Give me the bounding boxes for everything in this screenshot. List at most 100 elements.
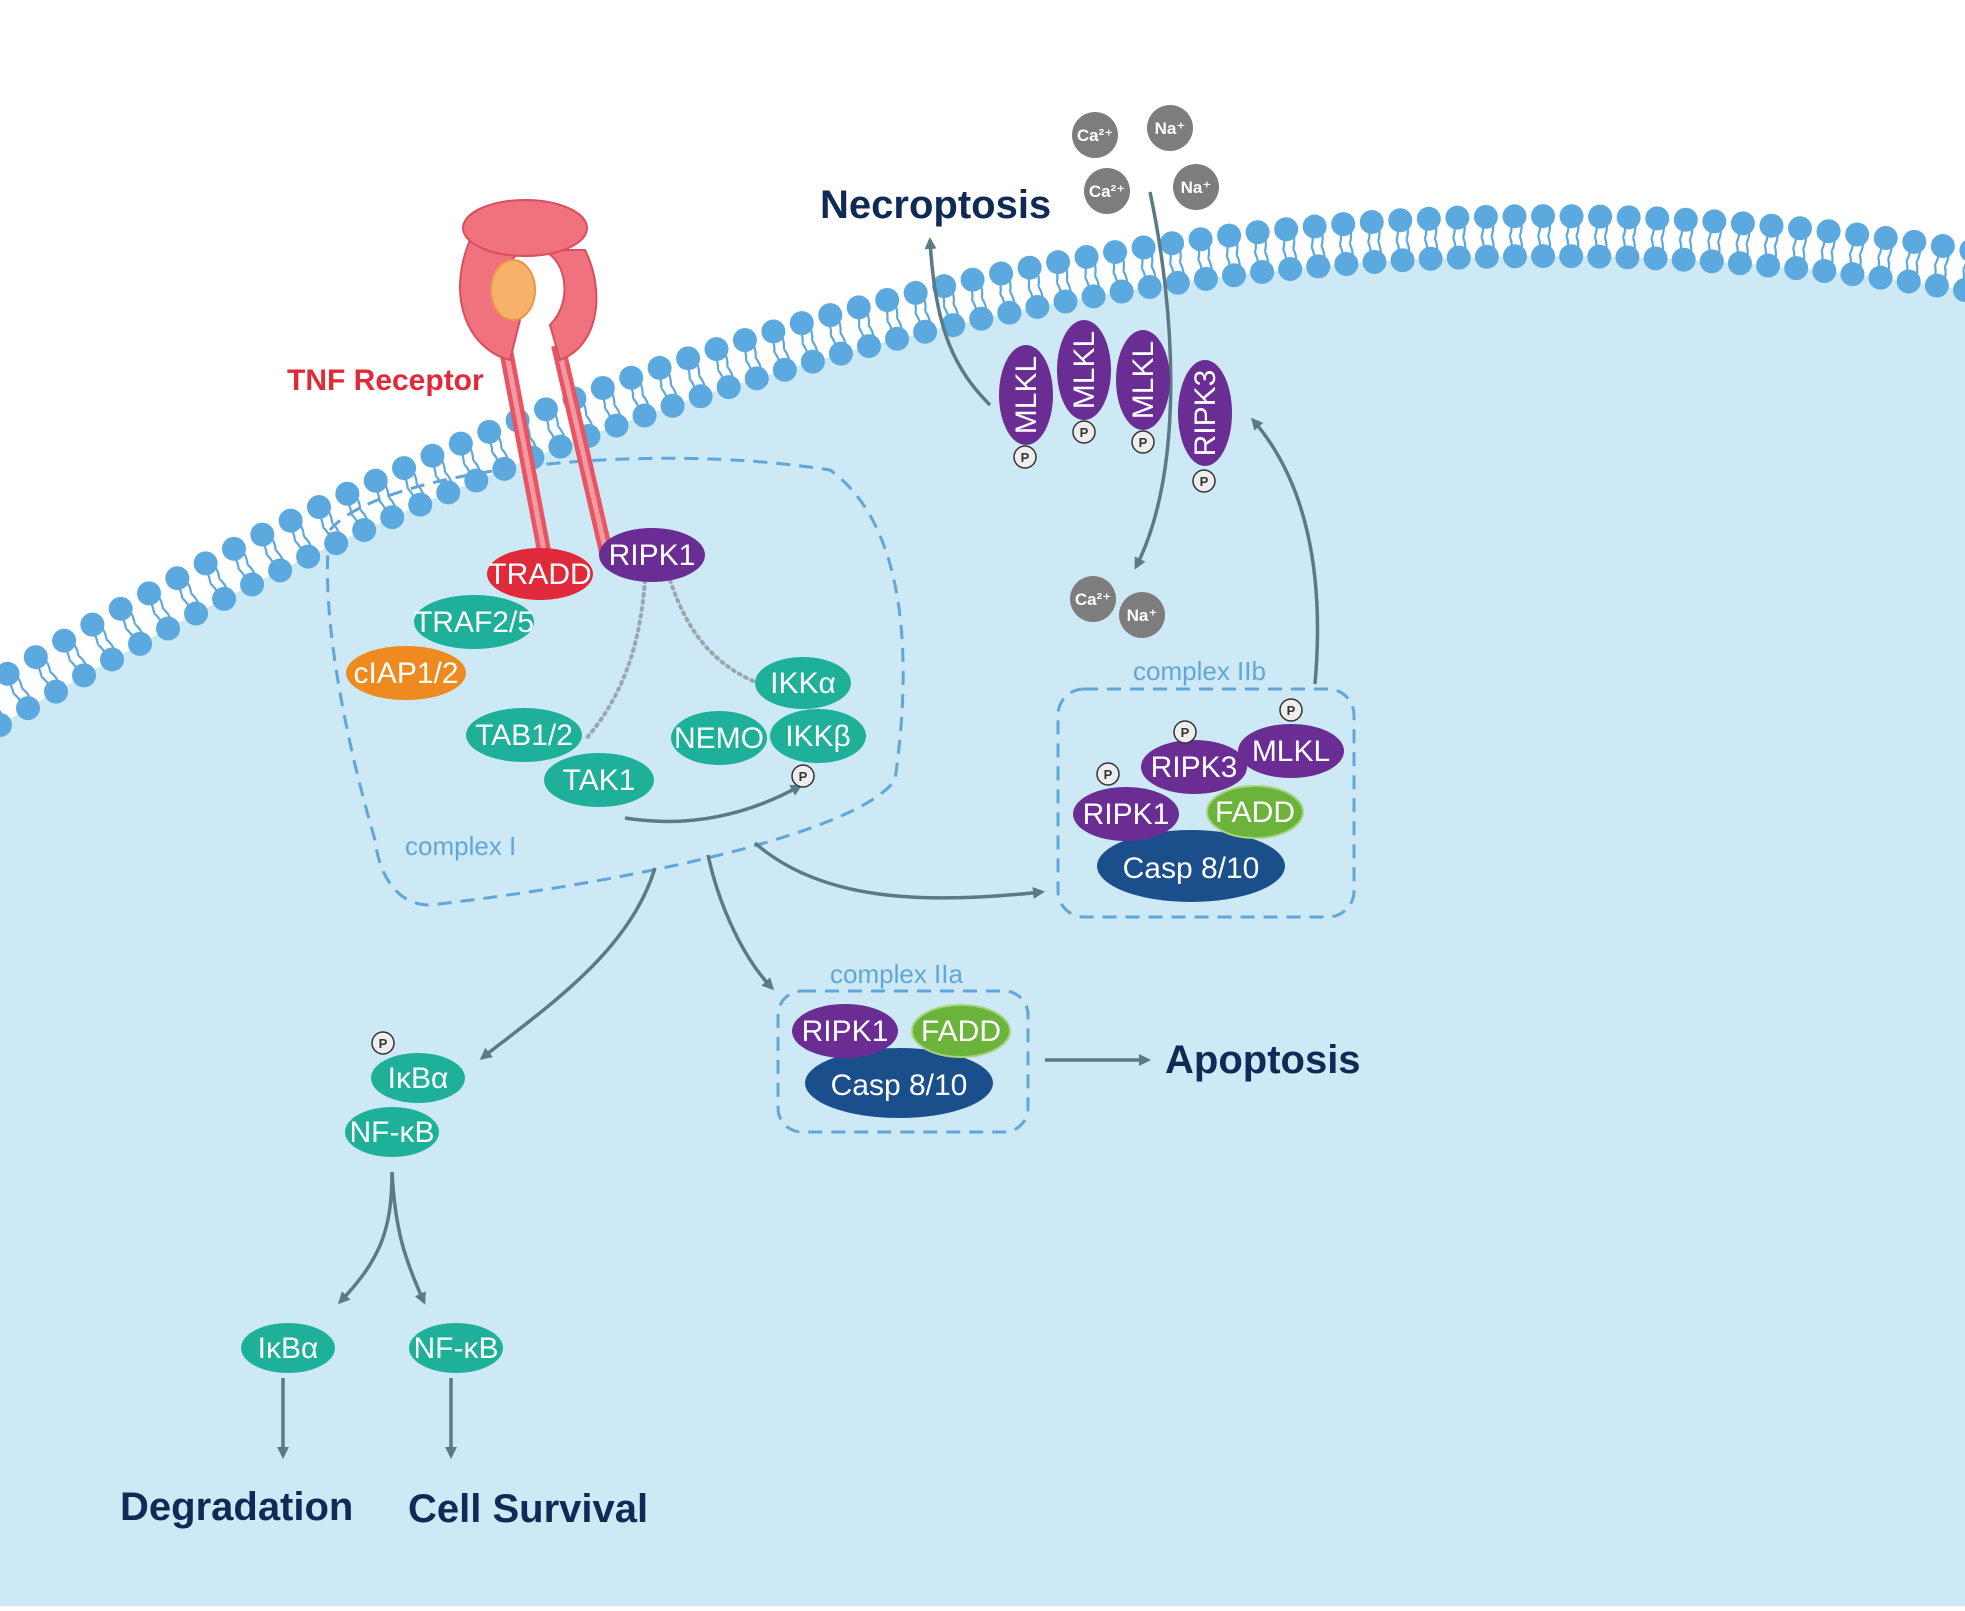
interaction-lines (583, 578, 772, 742)
lipid-head (1074, 244, 1099, 269)
complex-i-label: complex I (405, 831, 516, 861)
lipid-head (856, 334, 881, 359)
ion-na-3: Na⁺ (1119, 592, 1165, 638)
lipid-head (448, 431, 473, 456)
lipid-head (306, 495, 331, 520)
lipid-head (128, 631, 153, 656)
svg-text:Ca²⁺: Ca²⁺ (1075, 590, 1111, 609)
lipid-head (408, 492, 433, 517)
lipid-head (903, 280, 928, 305)
lipid-head (80, 612, 105, 637)
phospho-mlkl-membrane-3: P (1131, 430, 1155, 454)
necroptosis-label: Necroptosis (820, 183, 1051, 227)
protein-ripk1-iia: RIPK1 (792, 1004, 898, 1058)
protein-ripk1-iib: RIPK1 (1073, 787, 1179, 841)
lipid-head (52, 628, 77, 653)
lipid-head (1445, 205, 1470, 230)
arrow-ion-influx (1134, 191, 1173, 570)
lipid-head (818, 303, 843, 328)
lipid-head (1081, 284, 1106, 309)
lipid-head (932, 274, 957, 299)
svg-text:P: P (1287, 703, 1296, 718)
svg-text:NEMO: NEMO (674, 722, 764, 755)
cytoplasm (0, 256, 1965, 1606)
lipid-head (100, 647, 125, 672)
degradation-label: Degradation (120, 1485, 353, 1529)
svg-text:P: P (1080, 425, 1089, 440)
lipid-head (16, 696, 41, 721)
protein-nemo: NEMO (671, 711, 767, 765)
svg-text:NF-κB: NF-κB (350, 1116, 435, 1149)
lipid-head (1699, 249, 1724, 274)
svg-text:RIPK1: RIPK1 (609, 539, 696, 572)
lipid-head (647, 355, 672, 380)
arrow-mlkl-to-necroptosis (924, 237, 992, 407)
lipid-head (604, 413, 629, 438)
lipid-head (1840, 262, 1865, 287)
lipid-head (1188, 227, 1213, 252)
lipid-head (1331, 212, 1356, 237)
lipid-head (1812, 258, 1837, 283)
lipid-head (1502, 204, 1527, 229)
lipid-head (716, 375, 741, 400)
lipid-head (1896, 269, 1921, 294)
lipid-head (1788, 216, 1813, 241)
lipid-head (1727, 251, 1752, 276)
lipid-head (436, 480, 461, 505)
lipid-head (1362, 249, 1387, 274)
lipid-head (165, 566, 190, 591)
protein-ripk1: RIPK1 (599, 528, 705, 582)
svg-text:MLKL: MLKL (1010, 356, 1043, 434)
lipid-head (1930, 234, 1955, 259)
protein-ripk3-membrane: RIPK3 (1178, 360, 1232, 466)
lipid-head (761, 319, 786, 344)
lipid-head (44, 679, 69, 704)
svg-text:TRAF2/5: TRAF2/5 (414, 606, 534, 639)
svg-text:IκBα: IκBα (388, 1062, 449, 1095)
lipid-head (1306, 254, 1331, 279)
lipid-head (732, 328, 757, 353)
lipid-head (477, 419, 502, 444)
lipid-head (1025, 294, 1050, 319)
svg-text:Na⁺: Na⁺ (1181, 178, 1212, 197)
lipid-head (250, 522, 275, 547)
phospho-ripk1-iib: P (1096, 762, 1120, 786)
lipid-head (704, 337, 729, 362)
lipid-head (1193, 266, 1218, 291)
arrow-split-right (390, 1171, 426, 1305)
protein-ikba-free: IκBα (241, 1323, 335, 1373)
ion-ca-1: Ca²⁺ (1072, 112, 1118, 158)
lipid-head (1474, 244, 1499, 269)
phospho-tags: P P P P P P P P P (371, 420, 1303, 1055)
lipid-head (1845, 222, 1870, 247)
lipid-head (221, 536, 246, 561)
lipid-head (335, 481, 360, 506)
arrow-to-ikba (479, 867, 657, 1060)
lipid-head (1671, 247, 1696, 272)
svg-text:IκBα: IκBα (258, 1332, 319, 1365)
lipid-head (137, 581, 162, 606)
lipid-head (1702, 209, 1727, 234)
svg-text:P: P (379, 1036, 388, 1051)
lipid-head (1053, 289, 1078, 314)
phospho-mlkl-membrane-2: P (1072, 420, 1096, 444)
lipid-head (789, 311, 814, 336)
lipid-head (1643, 246, 1668, 271)
complex-iib-boundary (1056, 687, 1356, 919)
svg-text:IKKβ: IKKβ (785, 720, 851, 753)
svg-text:Ca²⁺: Ca²⁺ (1089, 182, 1125, 201)
lipid-head (464, 468, 489, 493)
svg-text:Na⁺: Na⁺ (1127, 606, 1158, 625)
svg-text:P: P (1200, 474, 1209, 489)
lipid-head (1616, 205, 1641, 230)
lipid-head (828, 341, 853, 366)
phospho-ripk3-membrane: P (1192, 469, 1216, 493)
lipid-head (960, 267, 985, 292)
lipid-head (676, 346, 701, 371)
complex-i-boundary (325, 456, 905, 907)
lipid-head (1359, 210, 1384, 235)
lipid-head (184, 601, 209, 626)
tnf-receptor-label: TNF Receptor (287, 364, 484, 397)
lipid-head (875, 288, 900, 313)
